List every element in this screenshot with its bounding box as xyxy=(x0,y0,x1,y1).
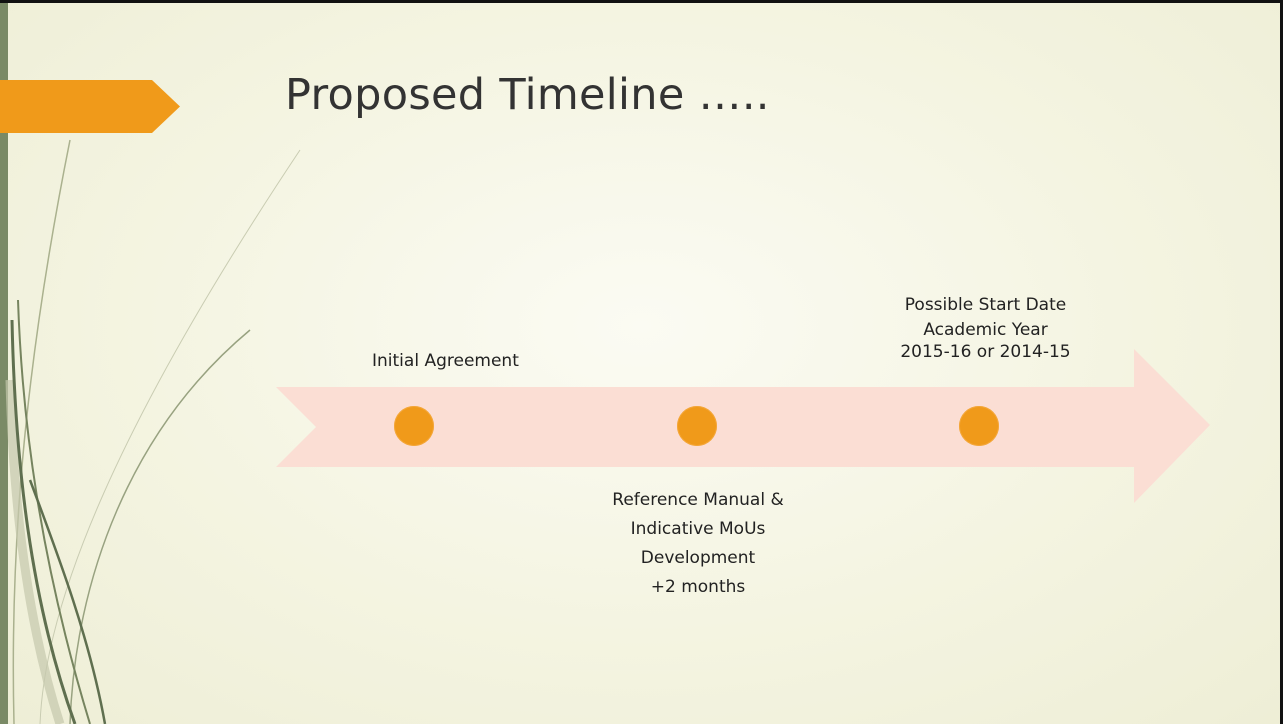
left-accent-bar xyxy=(0,0,8,724)
slide-title: Proposed Timeline ….. xyxy=(285,70,770,120)
milestone-dot-3 xyxy=(959,406,999,446)
label-line: Development xyxy=(640,548,756,568)
milestone-label-reference-manual: Reference Manual & Indicative MoUs Devel… xyxy=(560,486,836,602)
right-border xyxy=(1280,0,1283,724)
top-border xyxy=(0,0,1283,3)
label-line: Academic Year xyxy=(923,320,1048,340)
label-line: Indicative MoUs xyxy=(630,519,766,539)
label-line: Reference Manual & xyxy=(612,490,784,510)
label-line: +2 months xyxy=(650,577,746,597)
label-line: Initial Agreement xyxy=(372,351,519,371)
label-line: Possible Start Date xyxy=(904,295,1067,315)
title-arrow-icon xyxy=(0,80,180,133)
milestone-dot-2 xyxy=(677,406,717,446)
milestone-dot-1 xyxy=(394,406,434,446)
decorative-grass-curves xyxy=(5,139,301,724)
timeline-arrow xyxy=(276,349,1210,503)
milestone-label-initial-agreement: Initial Agreement xyxy=(372,351,519,371)
label-line: 2015-16 or 2014-15 xyxy=(900,342,1071,362)
milestone-label-start-date: Possible Start Date Academic Year 2015-1… xyxy=(858,294,1113,363)
